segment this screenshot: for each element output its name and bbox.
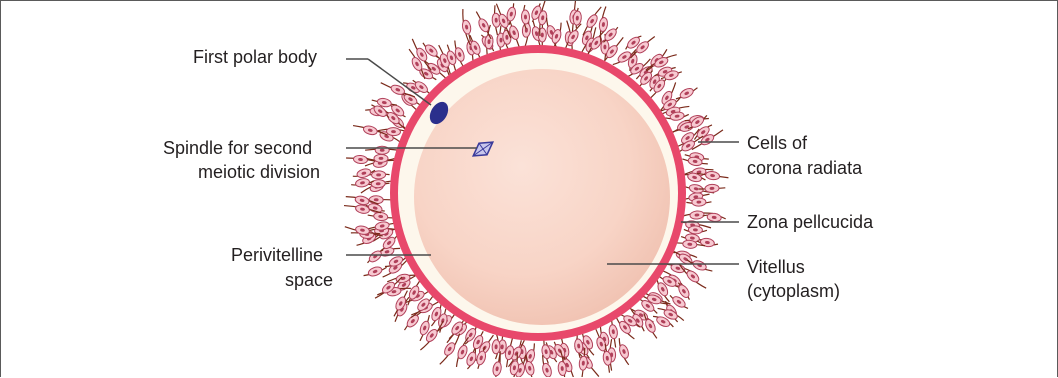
label-corona-line1: Cells of [747,132,807,155]
vitellus [414,69,670,325]
label-spindle-line2: meiotic division [198,161,320,184]
corona-cell [615,337,632,366]
corona-cell [417,318,446,352]
corona-cell [367,154,396,162]
label-spindle-line1: Spindle for second [163,137,312,160]
label-corona-line2: corona radiata [747,157,862,180]
label-perivitelline-line2: space [285,269,333,292]
corona-cell [682,155,709,168]
label-zona-pellucida: Zona pellcucida [747,211,873,234]
corona-cell [573,334,584,359]
label-vitellus-line2: (cytoplasm) [747,280,840,303]
label-vitellus-line1: Vitellus [747,256,805,279]
label-first-polar-body: First polar body [193,46,317,69]
label-perivitelline-line1: Perivitelline [231,244,323,267]
corona-cell [702,212,726,223]
